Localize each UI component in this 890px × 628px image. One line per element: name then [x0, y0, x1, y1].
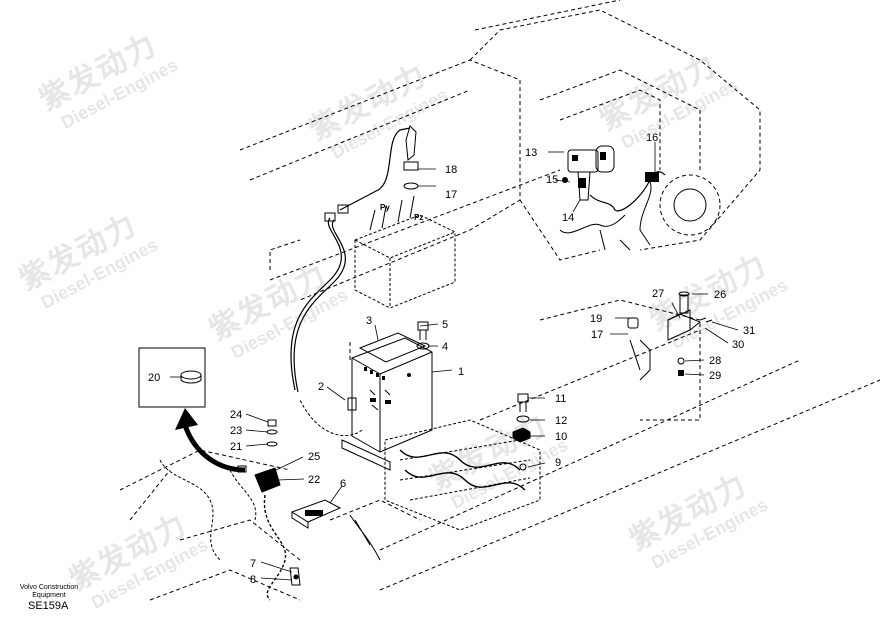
callout-31: 31 — [743, 325, 755, 337]
arrow-indicator — [182, 424, 246, 473]
callout-28: 28 — [709, 355, 721, 367]
callouts: 1 2 3 4 5 6 7 8 9 10 11 12 13 14 15 16 1… — [148, 132, 755, 586]
callout-2: 2 — [318, 381, 324, 393]
inset-box — [138, 347, 206, 408]
callout-19: 19 — [590, 313, 602, 325]
callout-14: 14 — [562, 212, 574, 224]
fan-pulley — [659, 174, 721, 236]
pressure-switch-13 — [567, 145, 615, 201]
chassis-outline — [119, 0, 881, 601]
callout-17-right: 17 — [591, 329, 603, 341]
callout-21: 21 — [230, 441, 242, 453]
sensor-bracket-27 — [667, 291, 701, 341]
callout-3: 3 — [366, 315, 372, 327]
callout-16: 16 — [646, 132, 658, 144]
callout-29: 29 — [709, 370, 721, 382]
valve-label-py: Py — [380, 203, 390, 212]
callout-18: 18 — [445, 164, 457, 176]
callout-26: 26 — [714, 289, 726, 301]
valve-block — [354, 214, 456, 309]
callout-27: 27 — [652, 288, 664, 300]
company-label: Volvo Construction Equipment — [19, 584, 79, 599]
callout-25: 25 — [308, 451, 320, 463]
bolt-11 — [516, 393, 530, 423]
callout-9: 9 — [555, 457, 561, 469]
callout-24: 24 — [230, 409, 242, 421]
valve-label-pz: Pz — [414, 213, 423, 222]
callout-15: 15 — [546, 174, 558, 186]
callout-11: 11 — [555, 393, 566, 405]
controller-box — [341, 332, 433, 471]
callout-22: 22 — [308, 474, 320, 486]
callout-30: 30 — [732, 339, 744, 351]
switch-6 — [290, 499, 342, 529]
callout-10: 10 — [555, 431, 567, 443]
callout-4: 4 — [442, 341, 448, 353]
callout-5: 5 — [442, 319, 448, 331]
callout-1: 1 — [458, 366, 464, 378]
callout-12: 12 — [555, 415, 567, 427]
callout-17-top: 17 — [445, 189, 457, 201]
drawing-code: SE159A — [28, 600, 69, 612]
callout-13: 13 — [525, 147, 537, 159]
callout-8: 8 — [250, 574, 256, 586]
callout-20: 20 — [148, 372, 160, 384]
o-ring-17 — [403, 182, 419, 190]
callout-7: 7 — [250, 558, 256, 570]
callout-6: 6 — [340, 478, 346, 490]
callout-23: 23 — [230, 425, 242, 437]
